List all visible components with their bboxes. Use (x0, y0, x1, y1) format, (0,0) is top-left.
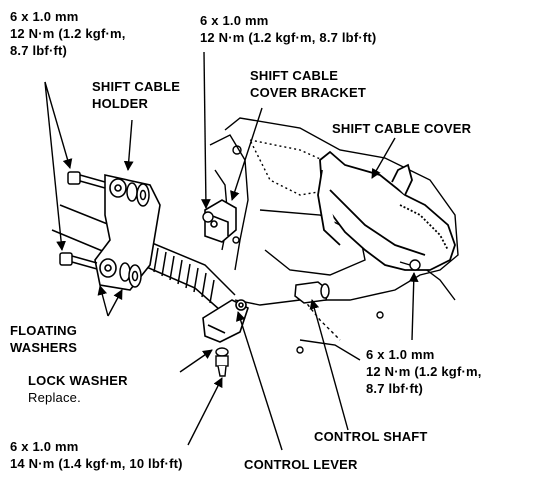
shift-cable-holder-line2: HOLDER (92, 96, 149, 111)
shift-cable-cover-shape (317, 150, 456, 271)
shift-cable-cover-bracket-line1: SHIFT CABLE (250, 68, 339, 83)
spec-right: 6 x 1.0 mm 12 N·m (1.2 kgf·m, 8.7 lbf·ft… (366, 346, 482, 397)
floating-washers-line2: WASHERS (10, 340, 78, 355)
lock-washer-text: LOCK WASHER (28, 373, 128, 388)
spec-top-center: 6 x 1.0 mm 12 N·m (1.2 kgf·m, 8.7 lbf·ft… (200, 12, 376, 46)
spec-top-center-line2: 12 N·m (1.2 kgf·m, 8.7 lbf·ft) (200, 30, 377, 45)
lower-bolt (59, 252, 142, 288)
label-shift-cable-cover: SHIFT CABLE COVER (332, 120, 471, 137)
spec-top-left-line3: 8.7 lbf·ft) (10, 43, 68, 58)
label-lock-washer: LOCK WASHER Replace. (28, 372, 128, 406)
shift-cable-cover-bracket-line2: COVER BRACKET (250, 85, 366, 100)
label-shift-cable-cover-bracket: SHIFT CABLE COVER BRACKET (250, 67, 366, 101)
control-shaft-shape (294, 281, 330, 304)
spec-bottom-left-line1: 6 x 1.0 mm (10, 439, 79, 454)
spec-right-line3: 8.7 lbf·ft) (366, 381, 424, 396)
spec-top-left-line1: 6 x 1.0 mm (10, 9, 79, 24)
bracket-bolt (202, 211, 214, 223)
lock-washer-note: Replace. (28, 390, 81, 405)
spec-top-left: 6 x 1.0 mm 12 N·m (1.2 kgf·m, 8.7 lbf·ft… (10, 8, 126, 59)
spec-right-line1: 6 x 1.0 mm (366, 347, 435, 362)
shift-cable-cover-bracket-shape (204, 199, 237, 243)
label-control-shaft: CONTROL SHAFT (314, 428, 428, 445)
spec-top-center-line1: 6 x 1.0 mm (200, 13, 269, 28)
leader-lines (44, 51, 419, 451)
label-control-lever: CONTROL LEVER (244, 456, 358, 473)
floating-washers-line1: FLOATING (10, 323, 78, 338)
spec-bottom-left: 6 x 1.0 mm 14 N·m (1.4 kgf·m, 10 lbf·ft) (10, 438, 183, 472)
upper-bolt (67, 171, 150, 207)
spec-right-line2: 12 N·m (1.2 kgf·m, (366, 364, 482, 379)
label-floating-washers: FLOATING WASHERS (10, 322, 77, 356)
shift-cable-cover-text: SHIFT CABLE COVER (332, 121, 472, 136)
label-shift-cable-holder: SHIFT CABLE HOLDER (92, 78, 180, 112)
spec-bottom-left-line2: 14 N·m (1.4 kgf·m, 10 lbf·ft) (10, 456, 183, 471)
lock-washer-bolt (215, 347, 229, 377)
control-lever-shape (202, 299, 249, 343)
cover-bolt (399, 259, 421, 271)
spec-top-left-line2: 12 N·m (1.2 kgf·m, (10, 26, 126, 41)
control-shaft-text: CONTROL SHAFT (314, 429, 428, 444)
control-lever-text: CONTROL LEVER (244, 457, 358, 472)
shift-cable-holder-line1: SHIFT CABLE (92, 79, 181, 94)
